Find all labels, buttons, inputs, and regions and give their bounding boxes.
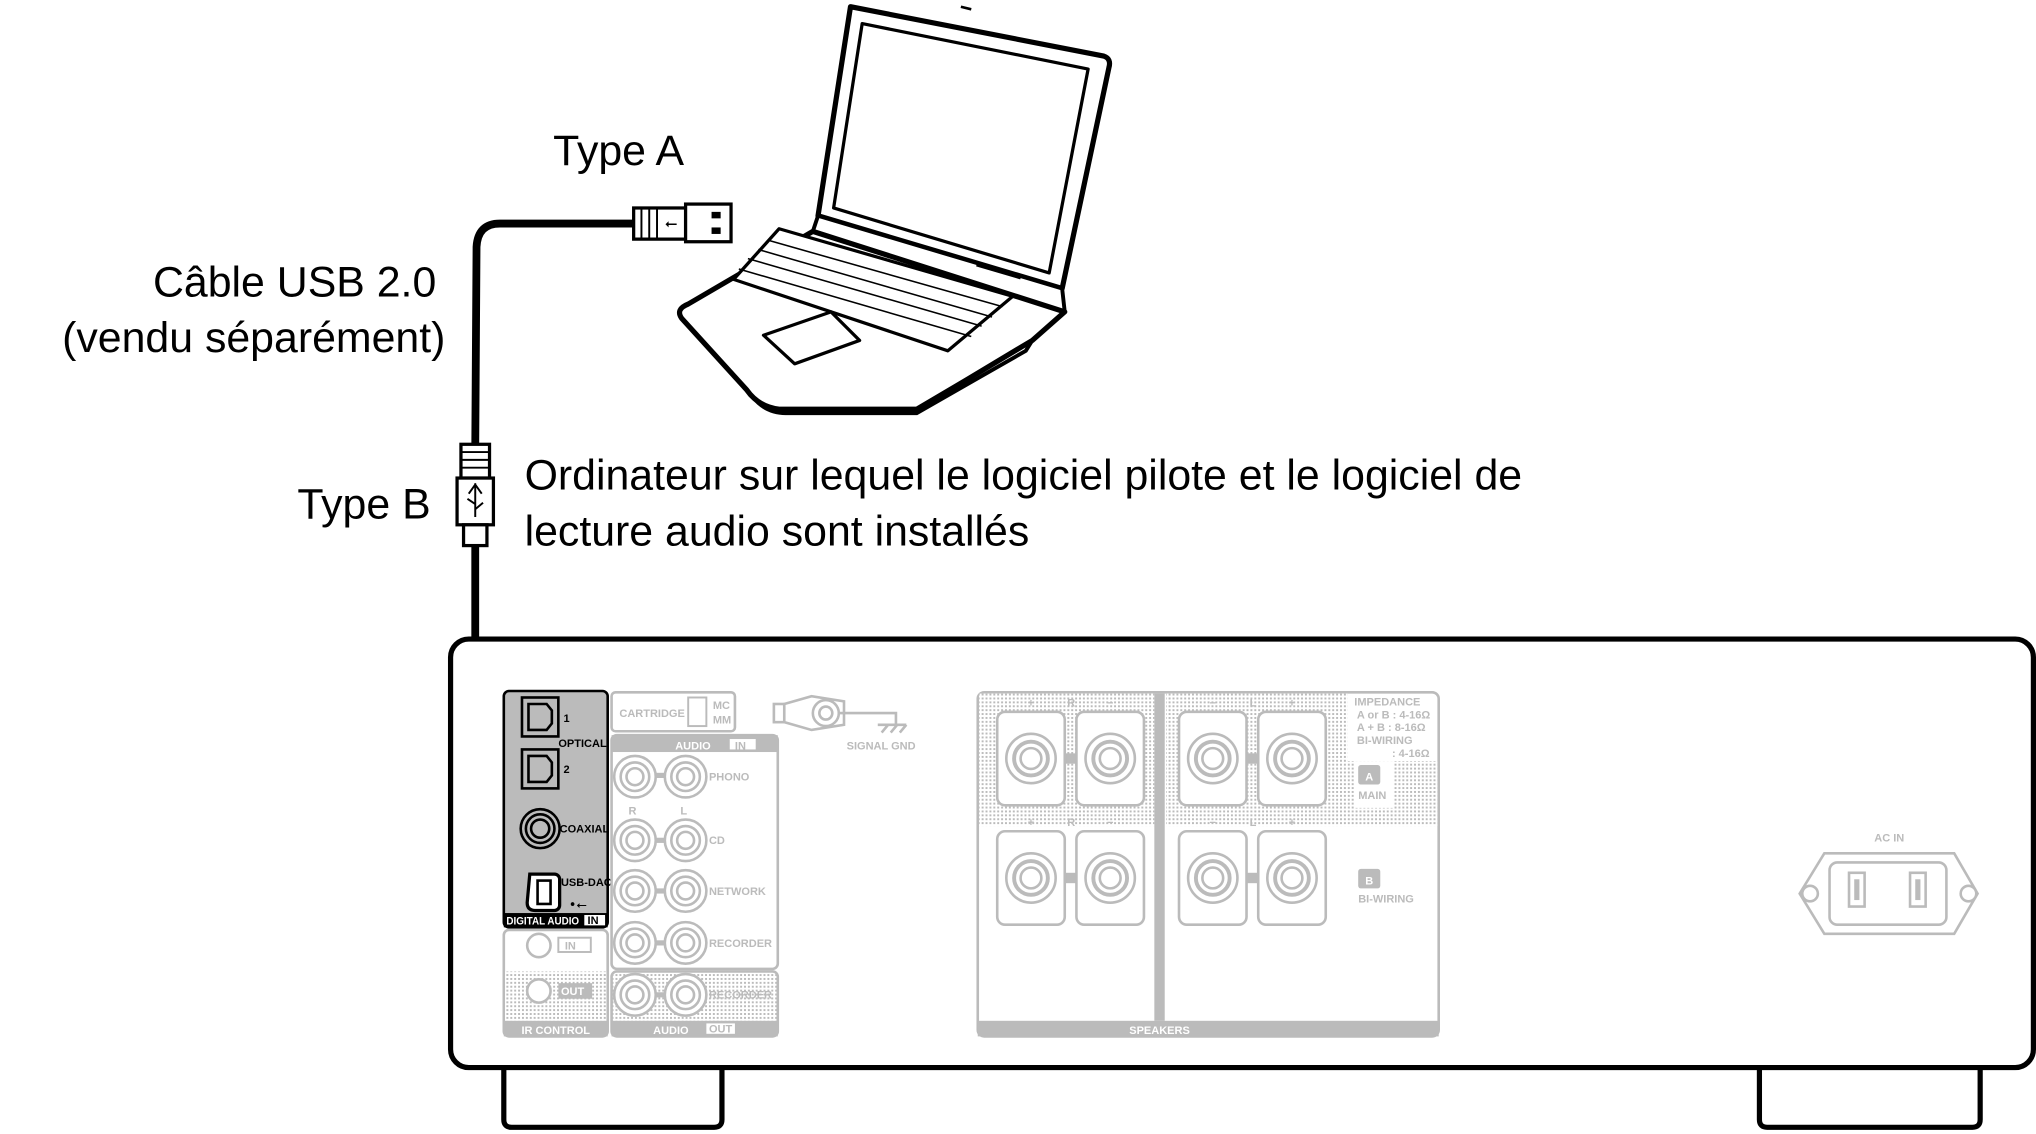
usb-dac-port[interactable] xyxy=(525,872,562,913)
audio-in-title: AUDIO xyxy=(675,740,711,752)
recorder-in-label: RECORDER xyxy=(709,938,772,950)
optical-label: OPTICAL xyxy=(558,738,607,750)
cable-label-line1: Câble USB 2.0 xyxy=(153,258,436,306)
laptop xyxy=(676,4,1113,416)
signal-gnd-label: SIGNAL GND xyxy=(847,740,916,752)
impedance-line2: A + B : 8-16Ω xyxy=(1357,722,1426,734)
usb-type-a-plug: ⭠ xyxy=(632,202,733,244)
usb-symbol-icon: •⭠ xyxy=(569,898,587,913)
cd-label: CD xyxy=(709,835,725,847)
svg-text:−: − xyxy=(1107,817,1113,829)
audio-out-panel: RECORDER AUDIO OUT xyxy=(610,970,780,1038)
coaxial-label: COAXIAL xyxy=(560,824,610,836)
coaxial-jack xyxy=(519,807,561,850)
speaker-r-label-b: R xyxy=(1067,817,1075,829)
ir-in-label: IN xyxy=(565,940,576,952)
r-label: R xyxy=(628,805,636,817)
svg-text:+: + xyxy=(1289,698,1295,710)
network-label: NETWORK xyxy=(709,886,766,898)
svg-text:−: − xyxy=(1107,698,1113,710)
optical-2-label: 2 xyxy=(564,764,570,776)
usb-icon: ⭠ xyxy=(665,215,678,233)
svg-text:+: + xyxy=(1028,698,1034,710)
usb-dac-label: USB-DAC xyxy=(561,877,612,889)
svg-text:−: − xyxy=(1210,817,1216,829)
svg-text:+: + xyxy=(1028,817,1034,829)
digital-audio-in-panel: 1 OPTICAL 2 COAXIAL USB-DAC •⭠ DIGITAL A… xyxy=(502,689,612,929)
speaker-r-label: R xyxy=(1067,698,1075,710)
audio-in-panel: AUDIO IN PHONO R L CD NETWORK RECORDER xyxy=(610,733,780,971)
digital-in-label: IN xyxy=(588,915,599,927)
signal-gnd-terminal xyxy=(772,694,908,734)
optical-1-label: 1 xyxy=(564,713,570,725)
computer-label-line1: Ordinateur sur lequel le logiciel pilote… xyxy=(525,452,1523,500)
mm-label: MM xyxy=(713,714,731,726)
phono-label: PHONO xyxy=(709,772,750,784)
main-label: MAIN xyxy=(1358,790,1386,802)
impedance-line1: A or B : 4-16Ω xyxy=(1357,709,1430,721)
a-badge: A xyxy=(1365,772,1373,784)
svg-text:+: + xyxy=(1289,817,1295,829)
ir-control-label: IR CONTROL xyxy=(521,1025,590,1037)
speaker-l-label: L xyxy=(1250,698,1257,710)
type-b-label: Type B xyxy=(297,480,430,528)
ir-control-panel: IN OUT IR CONTROL xyxy=(502,928,609,1038)
audio-out-title: AUDIO xyxy=(653,1025,689,1037)
impedance-label: IMPEDANCE xyxy=(1354,696,1420,708)
cartridge-label: CARTRIDGE xyxy=(619,708,684,720)
impedance-line3: BI-WIRING xyxy=(1357,735,1413,747)
cable-label-line2: (vendu séparément) xyxy=(62,314,445,362)
recorder-out-label: RECORDER xyxy=(709,990,772,1002)
bi-wiring-label: BI-WIRING xyxy=(1358,894,1414,906)
speaker-l-label-b: L xyxy=(1250,817,1257,829)
l-label: L xyxy=(680,805,687,817)
type-a-label: Type A xyxy=(553,127,684,175)
ac-inlet: AC IN xyxy=(1798,833,1980,936)
speakers-panel: + − − + + − − + R R L L IMPEDANCE A or B : 4… xyxy=(976,691,1441,1038)
usb-type-b-plug xyxy=(455,442,496,548)
mc-label: MC xyxy=(713,700,730,712)
impedance-line4: : 4-16Ω xyxy=(1392,748,1430,760)
audio-in-tag: IN xyxy=(735,740,746,752)
speakers-label: SPEAKERS xyxy=(1129,1025,1190,1037)
ir-out-label: OUT xyxy=(561,986,585,998)
computer-label-line2: lecture audio sont installés xyxy=(525,508,1030,556)
b-badge: B xyxy=(1365,875,1373,887)
digital-audio-label: DIGITAL AUDIO xyxy=(506,916,579,928)
svg-text:−: − xyxy=(1210,698,1216,710)
audio-out-tag: OUT xyxy=(709,1024,733,1036)
cartridge-switch[interactable]: CARTRIDGE MC MM xyxy=(610,691,737,733)
ac-in-label: AC IN xyxy=(1874,833,1904,845)
